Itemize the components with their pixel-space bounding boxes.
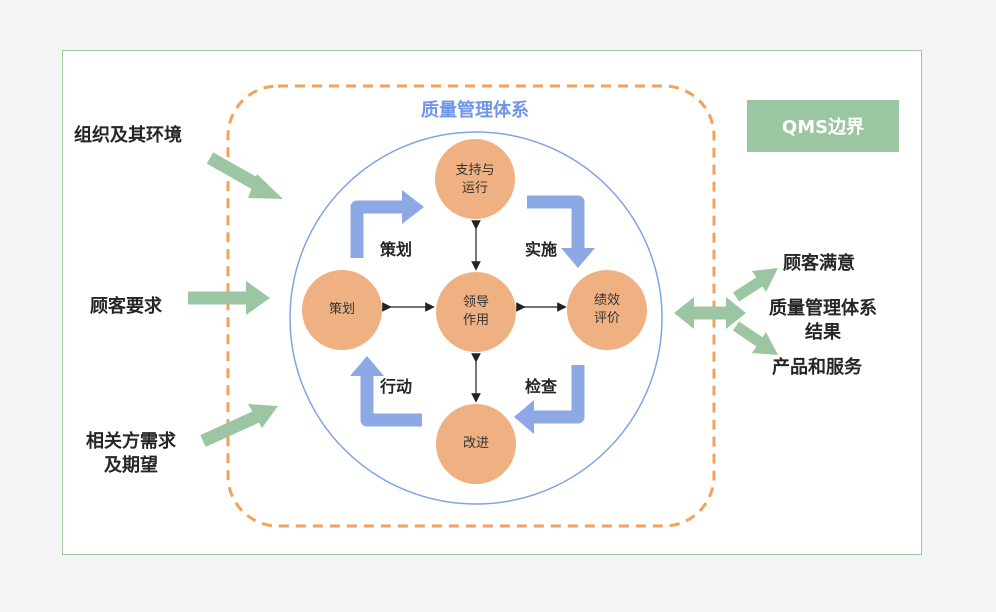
node-support-label-line1: 支持与 [455, 163, 495, 178]
node-evaluation-label-line2: 评价 [593, 311, 620, 326]
cycle-arrow-check [530, 365, 585, 424]
node-support-label: 支持与 运行 [435, 162, 515, 198]
qms-boundary-badge: QMS边界 [747, 100, 899, 152]
input-label-customer-requirements: 顾客要求 [90, 296, 162, 317]
input-arrow-stakeholders [200, 404, 278, 447]
node-performance-evaluation [567, 270, 647, 350]
node-leadership-label: 领导 作用 [436, 294, 516, 330]
node-evaluation-label: 绩效 评价 [567, 292, 647, 328]
pdca-circle [289, 131, 663, 505]
input-arrow-org [206, 152, 283, 199]
cycle-arrow-do [527, 195, 585, 252]
node-plan-label: 策划 [328, 302, 355, 317]
output-arrow-down [732, 321, 778, 355]
output-label-satisfaction: 顾客满意 [783, 253, 855, 274]
node-improvement [436, 404, 516, 484]
input-arrow-customer [188, 281, 270, 315]
qms-title: 质量管理体系 [421, 100, 529, 121]
input-label-org-env: 组织及其环境 [74, 125, 182, 146]
output-arrow-double [674, 297, 746, 329]
qms-boundary [226, 84, 716, 528]
node-leadership-label-line1: 领导 [462, 295, 489, 310]
cycle-label-check: 检查 [525, 377, 558, 396]
node-leadership [436, 272, 516, 352]
output-label-products: 产品和服务 [772, 357, 862, 378]
node-plan [302, 270, 382, 350]
cycle-label-plan: 策划 [380, 240, 413, 259]
cycle-label-do: 实施 [525, 240, 558, 259]
node-support-operation [435, 139, 515, 219]
node-leadership-label-line2: 作用 [462, 313, 489, 328]
cycle-label-act: 行动 [380, 377, 413, 396]
node-support-label-line2: 运行 [461, 181, 488, 196]
node-improvement-label: 改进 [462, 436, 489, 451]
output-label-results: 质量管理体系 结果 [762, 297, 884, 345]
output-label-results-line2: 结果 [805, 322, 841, 343]
input-label-stakeholders-line1: 相关方需求 [86, 431, 176, 452]
cycle-arrow-act [360, 372, 422, 427]
node-evaluation-label-line1: 绩效 [593, 293, 620, 308]
cycle-arrow-plan [350, 200, 405, 258]
output-arrow-up [733, 268, 778, 302]
input-label-stakeholders: 相关方需求 及期望 [80, 430, 182, 478]
output-label-results-line1: 质量管理体系 [769, 298, 877, 319]
input-label-stakeholders-line2: 及期望 [104, 455, 158, 476]
